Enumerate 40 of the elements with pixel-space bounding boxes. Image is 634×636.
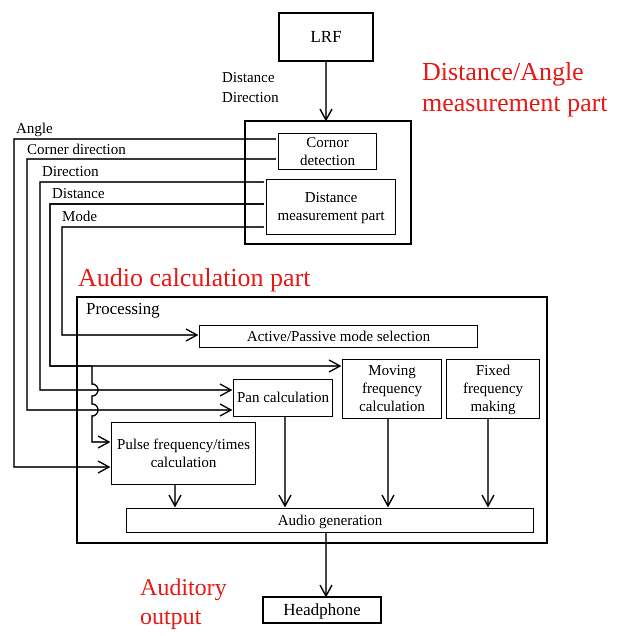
process-box [278,12,374,62]
box-label: Fixed frequency making [462,362,524,416]
section-heading: Audio calculation part [78,262,312,293]
edge-label: Corner direction [27,142,126,158]
connector-arrow [278,415,292,507]
process-box [111,422,256,485]
box-label: Distance measurement part [276,189,386,225]
process-box [266,179,396,235]
box-label: Active/Passive mode selection [246,328,432,346]
edge-label: Distance [52,186,104,202]
process-box [126,508,534,533]
section-heading: Distance/Angle measurement part [422,56,609,118]
process-box [233,379,333,417]
connector-arrow [319,62,333,121]
connector-arrow [39,181,264,397]
box-label: LRF [309,28,343,46]
process-box [278,133,377,170]
side-caption: Auditory output [140,574,228,632]
connector-arrow [319,531,333,597]
box-label: Moving frequency calculation [358,362,426,416]
connector-arrow [26,158,276,417]
edge-label: Distance Direction [222,69,280,108]
edge-label: Mode [62,209,97,225]
connector-arrow [61,226,264,342]
edge-label: Direction [42,164,99,180]
connector-arrow [381,417,395,507]
process-box [199,325,478,348]
box-label: Pan calculation [236,389,330,407]
box-label: Pulse frequency/times calculation [116,436,251,472]
connector-arrow [481,417,495,507]
edge-label: Angle [16,121,53,137]
connector-arrow [168,483,182,507]
connector-arrow [13,138,276,474]
connector-arrow [49,203,264,449]
box-label: Audio generation [276,512,384,530]
section-label: Processing [86,298,160,320]
box-label: Headphone [282,601,362,619]
process-box [446,359,540,419]
process-box [342,359,442,419]
box-label: Cornor detection [299,134,356,170]
